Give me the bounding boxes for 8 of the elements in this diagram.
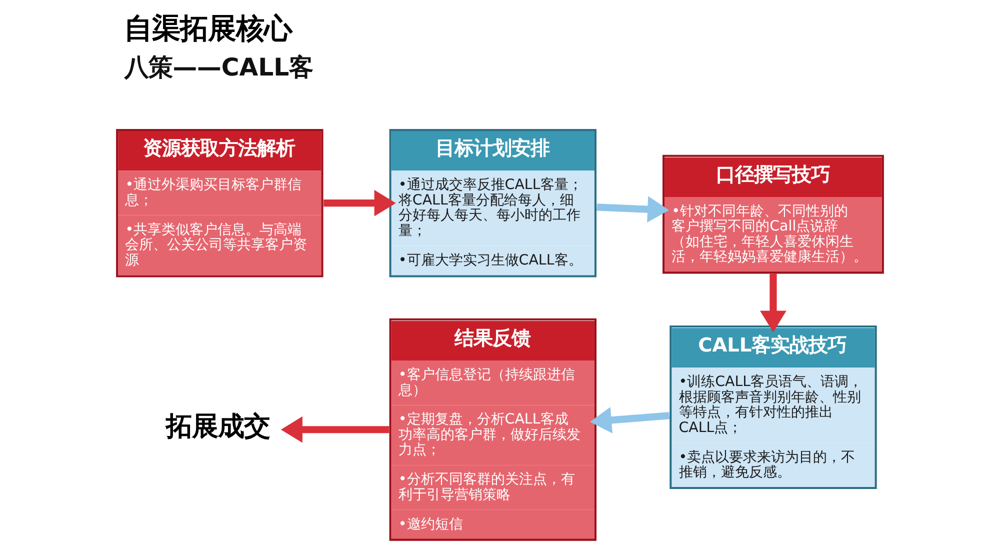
node-text: 拓展成交 [166,411,270,442]
arrow [280,416,390,443]
arrow [596,196,670,222]
arrow [324,190,396,216]
label: 八策——CALL客 [124,52,314,82]
arrow [760,274,786,332]
arrow [590,407,670,434]
diagram-title: 自渠拓展核心 [124,12,292,45]
